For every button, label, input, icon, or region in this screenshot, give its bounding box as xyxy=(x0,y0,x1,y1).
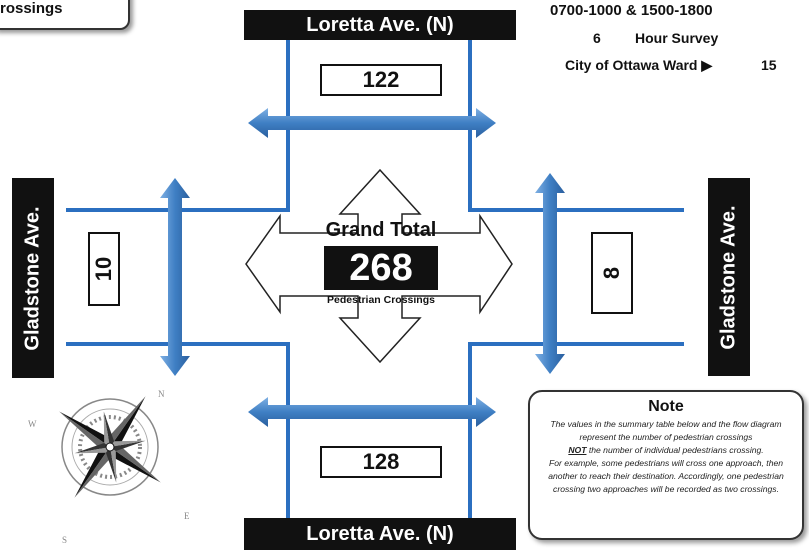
compass-s-label: S xyxy=(62,535,67,545)
north-crossing-arrow xyxy=(248,108,496,138)
count-north: 122 xyxy=(320,64,442,96)
street-label-west: Gladstone Ave. xyxy=(12,178,54,378)
note-body: The values in the summary table below an… xyxy=(540,418,792,496)
note-line2: the number of individual pedestrians cro… xyxy=(586,445,763,455)
street-label-north: Loretta Ave. (N) xyxy=(244,10,516,40)
count-south: 128 xyxy=(320,446,442,478)
grand-total-value: 268 xyxy=(324,246,438,290)
note-box: Note The values in the summary table bel… xyxy=(528,390,804,540)
compass-w-label: W xyxy=(28,419,37,429)
south-crossing-arrow xyxy=(248,397,496,427)
note-title: Note xyxy=(540,398,792,416)
note-line3: For example, some pedestrians will cross… xyxy=(548,458,784,494)
title-badge: rossings xyxy=(0,0,130,30)
compass-rose-icon: N E S W xyxy=(24,361,197,545)
title-badge-text: rossings xyxy=(0,0,63,17)
grand-total-subtitle: Pedestrian Crossings xyxy=(316,294,446,306)
grand-total-title: Grand Total xyxy=(324,219,438,242)
survey-times: 0700-1000 & 1500-1800 xyxy=(550,2,713,19)
compass-e-label: E xyxy=(184,511,190,521)
count-east: 8 xyxy=(591,232,633,314)
count-west: 10 xyxy=(88,232,120,306)
street-label-east: Gladstone Ave. xyxy=(708,178,750,376)
compass-n-label: N xyxy=(158,389,165,399)
note-line1: The values in the summary table below an… xyxy=(550,419,781,442)
survey-hours: 6 xyxy=(593,30,601,46)
ward-number: 15 xyxy=(761,57,777,73)
ward-label: City of Ottawa Ward ▶ xyxy=(565,57,712,74)
west-crossing-arrow xyxy=(160,178,190,376)
survey-hours-label: Hour Survey xyxy=(635,30,718,46)
note-not-emphasis: NOT xyxy=(568,445,586,455)
street-label-south: Loretta Ave. (N) xyxy=(244,518,516,550)
